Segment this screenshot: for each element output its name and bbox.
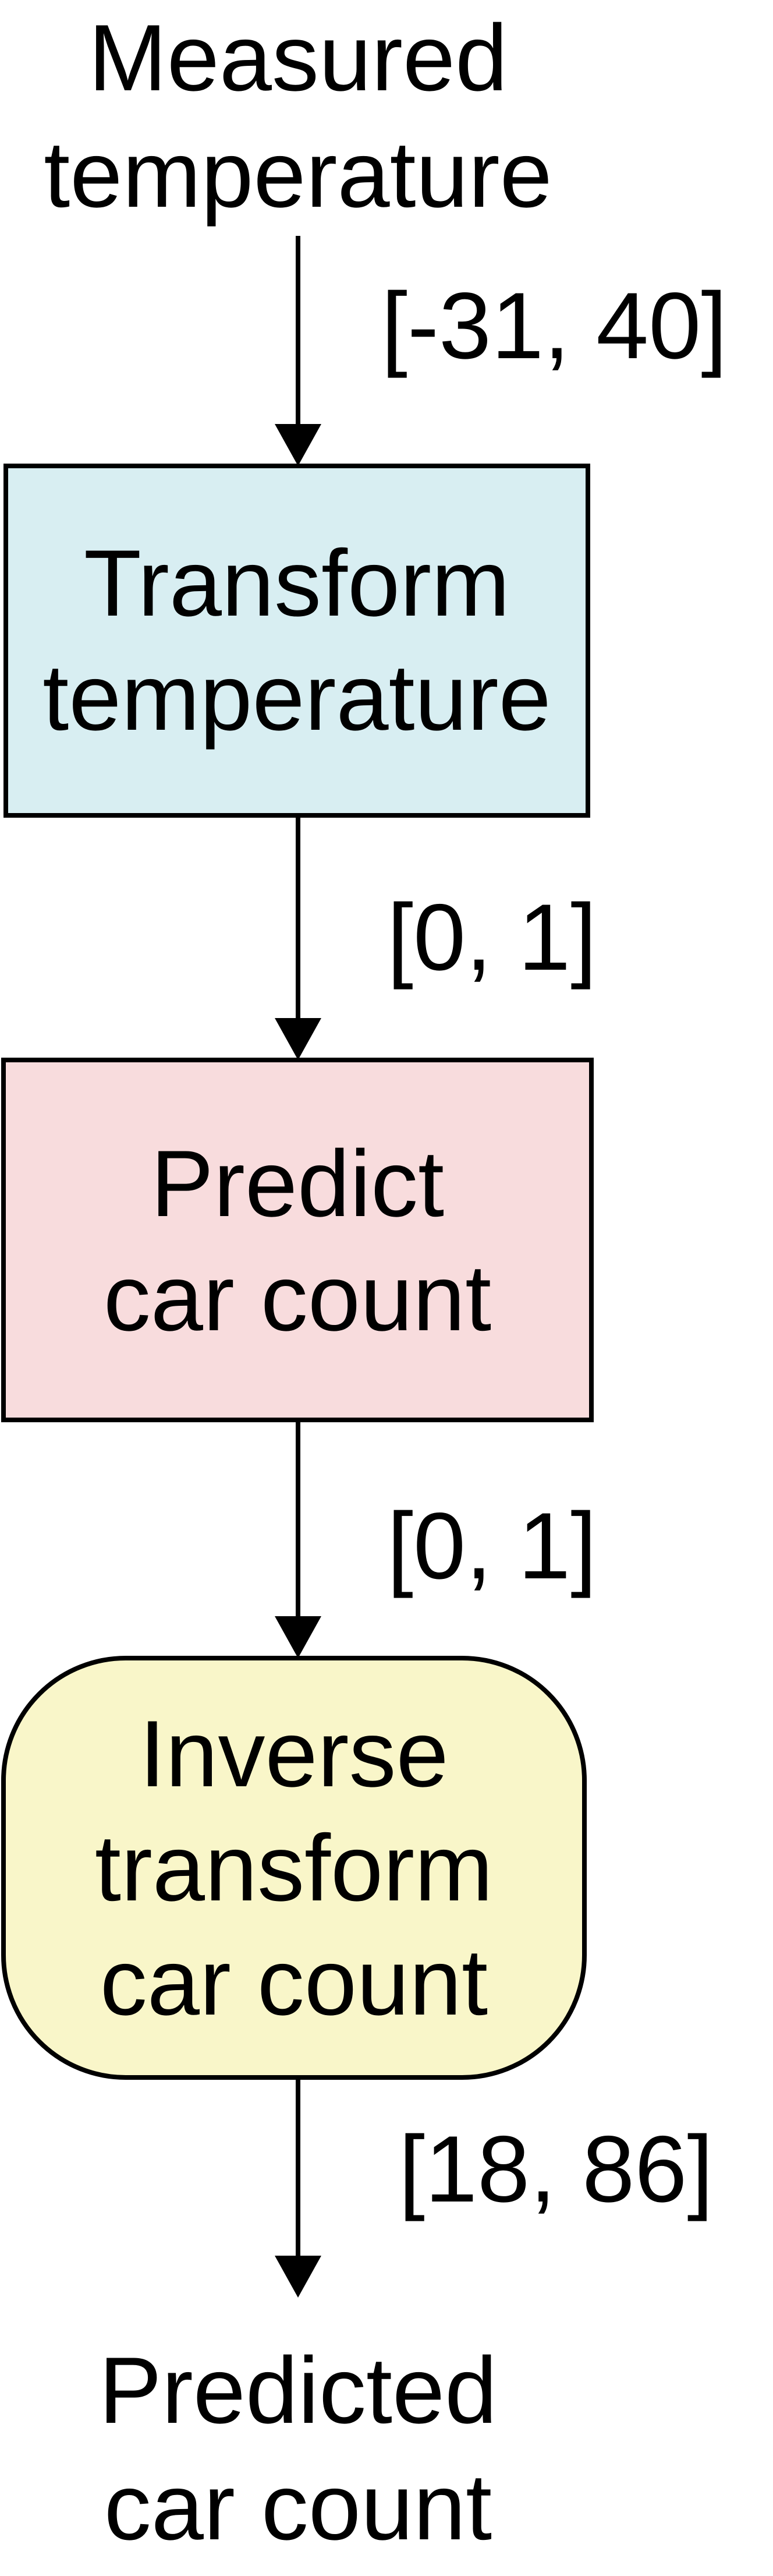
edge-label-transform-range: [0, 1] — [387, 885, 597, 990]
predict-node-line-1: Predict — [150, 1131, 445, 1236]
transform-node-label: Transform temperature — [6, 526, 588, 755]
edge-label-input-range: [-31, 40] — [381, 273, 728, 379]
input-label: Measured temperature — [0, 0, 596, 233]
input-label-line-2: temperature — [44, 122, 552, 227]
arrowhead-transform-to-predict — [275, 1018, 321, 1060]
input-label-line-1: Measured — [88, 5, 508, 111]
predict-car-count-node — [1, 1058, 594, 1422]
transform-node-line-2: temperature — [42, 645, 551, 750]
output-label-line-2: car count — [104, 2454, 492, 2560]
inverse-transform-car-count-node — [1, 1656, 587, 2080]
transform-node-line-1: Transform — [83, 531, 510, 636]
inverse-node-label: Inverse transform car count — [3, 1697, 584, 2040]
inverse-node-line-2: transform — [94, 1815, 494, 1921]
edge-label-output-range: [18, 86] — [399, 2116, 714, 2222]
inverse-node-line-1: Inverse — [139, 1701, 449, 1807]
predict-node-line-2: car count — [103, 1245, 492, 1351]
arrowhead-inverse-to-output — [275, 2256, 321, 2298]
predict-node-label: Predict car count — [3, 1127, 591, 1355]
inverse-node-line-3: car count — [100, 1930, 488, 2035]
transform-temperature-node — [3, 464, 590, 818]
output-label: Predicted car count — [0, 2333, 596, 2566]
arrowhead-predict-to-inverse — [275, 1616, 321, 1658]
edge-label-predict-range: [0, 1] — [387, 1493, 597, 1599]
arrowhead-input-to-transform — [275, 424, 321, 466]
output-label-line-1: Predicted — [98, 2338, 498, 2443]
